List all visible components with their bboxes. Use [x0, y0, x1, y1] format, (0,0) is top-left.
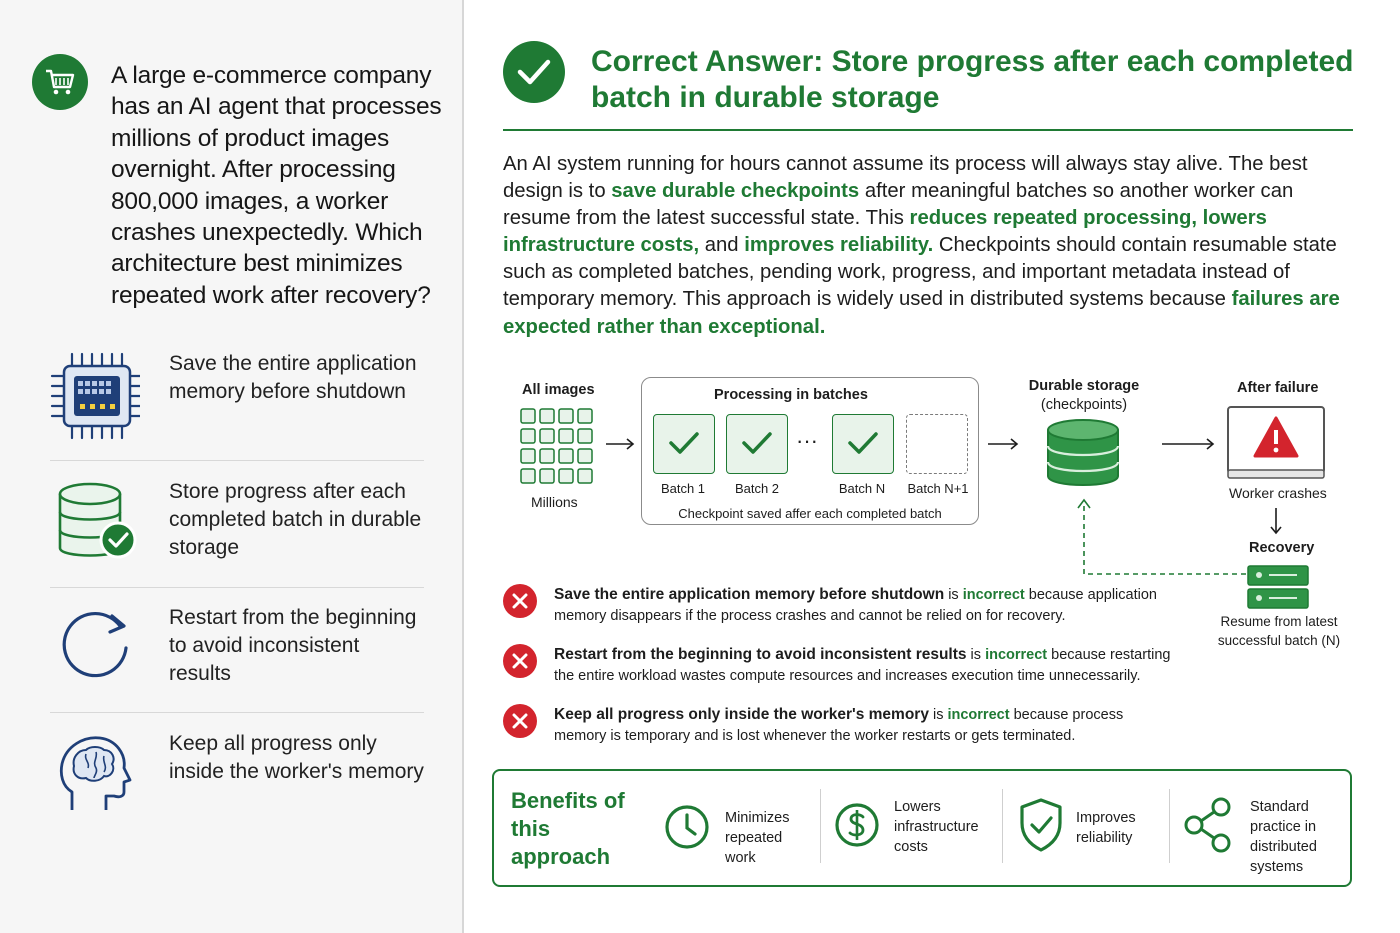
durable-storage-label: Durable storage (checkpoints): [1024, 377, 1144, 415]
incorrect-reason-rest: because process memory is temporary and …: [554, 707, 1124, 744]
database-check-icon: [50, 478, 140, 568]
benefit-label: Lowers infrastructure costs: [894, 799, 979, 855]
explanation-highlight: reduces repeated processing, lowers infr…: [503, 207, 1267, 257]
benefit-divider: [1169, 789, 1170, 863]
shopping-cart-icon: [32, 54, 88, 110]
incorrect-reason-rest: because application memory disappears if…: [554, 587, 1157, 624]
durable-subtitle: (checkpoints): [1040, 397, 1128, 413]
title-divider: [503, 129, 1353, 131]
question-text: A large e-commerce company has an AI age…: [111, 62, 442, 309]
after-failure-label: After failure: [1237, 380, 1319, 396]
option-divider: [50, 587, 424, 588]
batch-ellipsis: ···: [796, 428, 818, 453]
incorrect-is: is: [944, 587, 963, 603]
option-label: Store progress after each completed batc…: [169, 480, 422, 559]
benefits-box: [492, 769, 1352, 887]
benefit-label: Minimizes repeated work: [725, 810, 790, 866]
option-label: Save the entire application memory befor…: [169, 352, 417, 403]
share-network-icon: [1183, 796, 1233, 859]
answer-title: Correct Answer: Store progress after eac…: [591, 45, 1354, 114]
x-circle-icon: [503, 644, 537, 678]
option-label: Keep all progress only inside the worker…: [169, 732, 424, 783]
server-icon: [1247, 565, 1309, 614]
explanation-highlight: save durable checkpoints: [611, 180, 860, 203]
batch-2-box: [726, 414, 788, 474]
explanation-text: An AI system running for hours cannot as…: [503, 153, 1308, 203]
clock-icon: [663, 799, 711, 856]
incorrect-is: is: [966, 647, 986, 663]
panel-divider: [462, 0, 464, 933]
image-grid-icon: [520, 408, 596, 493]
batch-label: Batch 1: [660, 481, 706, 496]
incorrect-word: incorrect: [985, 647, 1048, 663]
incorrect-option: Save the entire application memory befor…: [554, 586, 945, 603]
benefit-label: Improves reliability: [1076, 810, 1136, 846]
explanation-highlight: improves reliability.: [744, 234, 934, 257]
option-divider: [50, 460, 424, 461]
worker-crashes-label: Worker crashes: [1229, 485, 1327, 501]
batch-label: Batch 2: [734, 481, 780, 496]
incorrect-option: Restart from the beginning to avoid inco…: [554, 646, 967, 663]
batch-label: Batch N: [838, 481, 886, 496]
millions-label: Millions: [531, 494, 578, 510]
benefit-divider: [1002, 789, 1003, 863]
dollar-icon: [833, 799, 881, 856]
incorrect-reason-rest: because restarting the entire workload w…: [554, 647, 1171, 684]
explanation-text: Checkpoints should contain resumable sta…: [503, 234, 1337, 311]
database-icon: [1045, 418, 1121, 495]
incorrect-option: Keep all progress only inside the worker…: [554, 706, 929, 723]
explanation-text: after meaningful batches so another work…: [503, 180, 1294, 230]
benefits-title: Benefits of this approach: [511, 788, 625, 869]
durable-title: Durable storage: [1028, 378, 1140, 394]
recovery-label: Recovery: [1249, 540, 1315, 556]
checkpoint-note: Checkpoint saved affer each completed ba…: [678, 506, 942, 521]
batch-1-box: [653, 414, 715, 474]
x-circle-icon: [503, 584, 537, 618]
batch-n-box: [832, 414, 894, 474]
incorrect-reason-text: Save the entire application memory befor…: [554, 584, 1174, 627]
explanation-text: and: [699, 234, 745, 257]
incorrect-word: incorrect: [947, 707, 1010, 723]
cpu-chip-icon: [50, 350, 144, 440]
option-label: Restart from the beginning to avoid inco…: [169, 606, 417, 685]
all-images-label: All images: [522, 382, 595, 398]
incorrect-reason-text: Keep all progress only inside the worker…: [554, 704, 1174, 747]
benefit-label: Standard practice in distributed systems: [1250, 799, 1317, 875]
benefit-divider: [820, 789, 821, 863]
batch-n-plus-1-box: [906, 414, 968, 474]
shield-check-icon: [1018, 797, 1064, 858]
warning-monitor-icon: [1227, 406, 1325, 485]
incorrect-is: is: [928, 707, 948, 723]
restart-arrow-icon: [50, 604, 140, 694]
x-circle-icon: [503, 704, 537, 738]
batch-label: Batch N+1: [907, 481, 969, 496]
explanation-paragraph: An AI system running for hours cannot as…: [503, 151, 1363, 341]
check-icon: [503, 41, 565, 103]
explanation-highlight: failures are expected rather than except…: [503, 288, 1340, 338]
resume-label: Resume from latest successful batch (N): [1217, 614, 1341, 648]
incorrect-word: incorrect: [962, 587, 1025, 603]
option-divider: [50, 712, 424, 713]
processing-label: Processing in batches: [714, 387, 868, 403]
brain-head-icon: [50, 730, 140, 820]
incorrect-reason-text: Restart from the beginning to avoid inco…: [554, 644, 1174, 687]
